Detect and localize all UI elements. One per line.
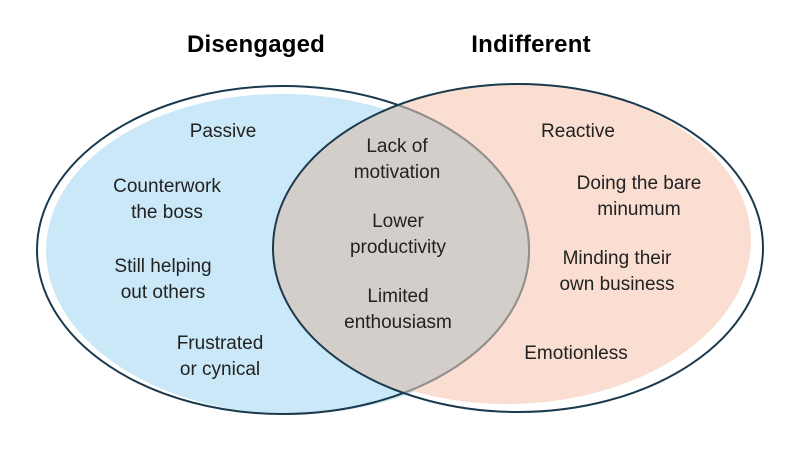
overlap-item: Limited enthousiasm: [344, 286, 452, 333]
left-item: Counterwork the boss: [113, 176, 221, 223]
right-item: Minding their own business: [559, 248, 675, 295]
left-item: Frustrated or cynical: [176, 333, 264, 380]
overlap-item: Lack of motivation: [353, 136, 441, 183]
right-set-outline: [272, 83, 764, 413]
right-item: Doing the bare minumum: [576, 173, 702, 220]
right-item: Emotionless: [524, 343, 628, 364]
overlap-item: Lower productivity: [349, 211, 447, 258]
right-item: Reactive: [541, 121, 615, 142]
left-item: Still helping out others: [114, 256, 212, 303]
right-set-title: Indifferent: [471, 31, 591, 58]
left-set-title: Disengaged: [186, 31, 326, 58]
left-item: Passive: [189, 121, 257, 142]
